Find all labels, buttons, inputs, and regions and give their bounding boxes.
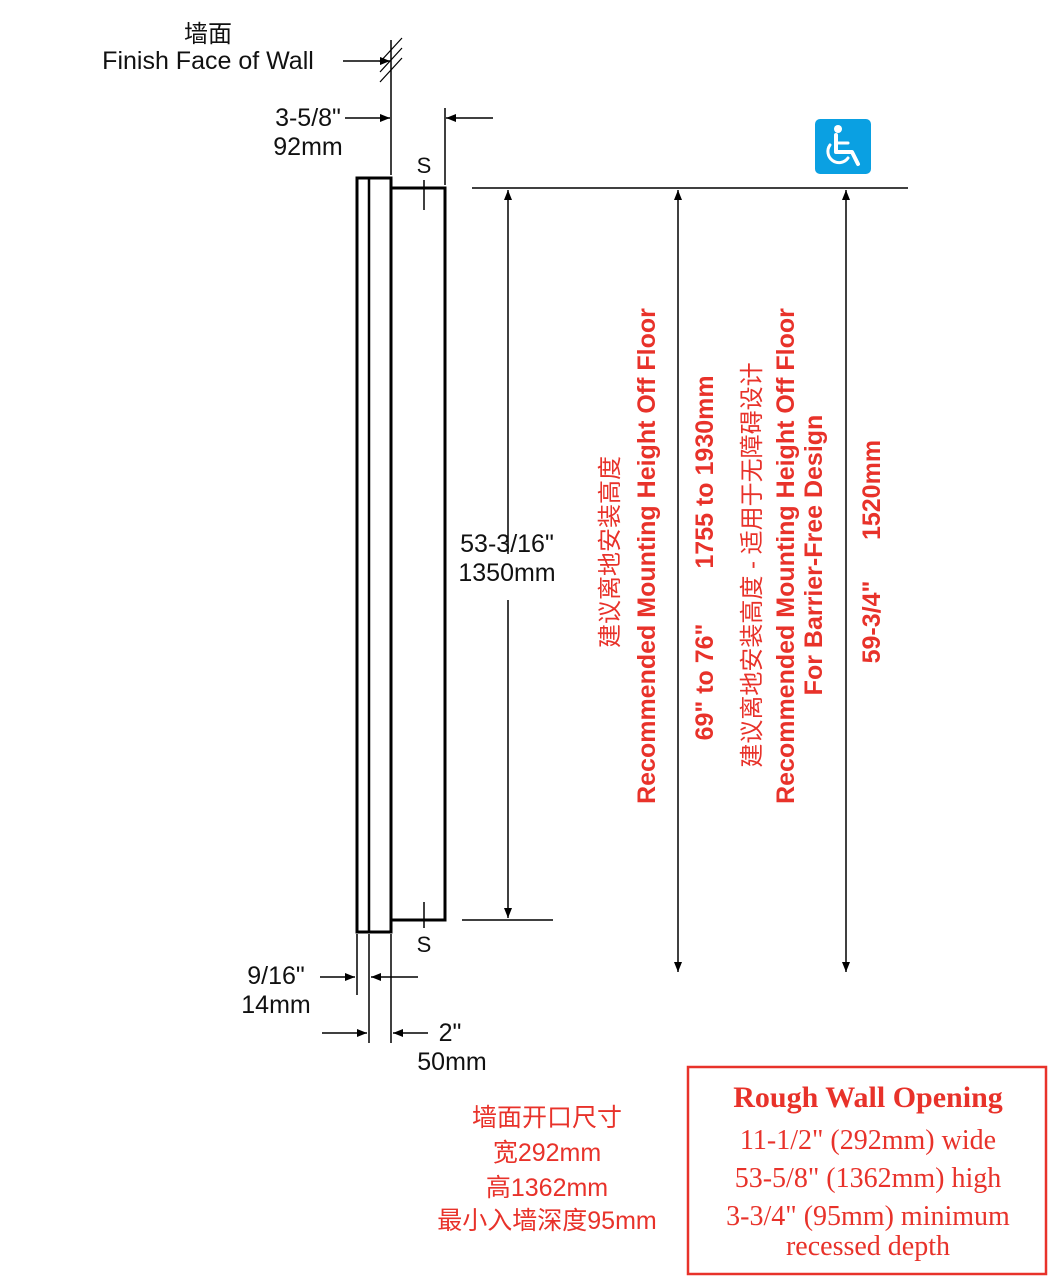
height-in: 53-3/16" [460, 530, 554, 558]
rough-opening-line-1: 11-1/2" (292mm) wide [740, 1125, 996, 1156]
opening-cn-line-3: 高1362mm [486, 1174, 608, 1202]
barrier-free-label-en-2: For Barrier-Free Design [800, 415, 828, 696]
screw-label-top: S [417, 153, 432, 178]
mounting-range-mm: 1755 to 1930mm [691, 375, 719, 568]
rough-opening-line-4: recessed depth [786, 1231, 950, 1262]
recess-in: 2" [439, 1019, 462, 1047]
opening-cn-line-2: 宽292mm [493, 1139, 601, 1167]
barrier-free-value-mm: 1520mm [858, 440, 886, 540]
barrier-free-label-en-1: Recommended Mounting Height Off Floor [772, 308, 800, 804]
barrier-free-value-in: 59-3/4" [858, 581, 886, 664]
recess-mm: 50mm [417, 1048, 486, 1076]
opening-cn-line-1: 墙面开口尺寸 [472, 1104, 622, 1132]
mounting-label-en: Recommended Mounting Height Off Floor [633, 308, 661, 804]
depth-total-mm: 92mm [273, 133, 342, 161]
wall-label-cn: 墙面 [184, 21, 232, 48]
height-mm: 1350mm [458, 559, 555, 587]
flange-mm: 14mm [241, 991, 310, 1019]
wheelchair-accessible-icon [815, 119, 871, 174]
rough-opening-line-3: 3-3/4" (95mm) minimum [726, 1201, 1010, 1232]
rough-opening-box [686, 1065, 1048, 1276]
wall-label-en: Finish Face of Wall [102, 47, 314, 75]
unit-side-profile [355, 176, 447, 934]
screw-label-bottom: S [417, 932, 432, 957]
mounting-range-in: 69" to 76" [691, 624, 719, 741]
mounting-label-cn: 建议离地安装高度 [597, 456, 624, 648]
barrier-free-label-cn: 建议离地安装高度 - 适用于无障碍设计 [739, 362, 766, 767]
depth-total-in: 3-5/8" [275, 104, 341, 132]
flange-in: 9/16" [247, 962, 305, 990]
opening-cn-line-4: 最小入墙深度95mm [437, 1207, 656, 1235]
rough-opening-title: Rough Wall Opening [733, 1081, 1003, 1114]
wall-break-mark [379, 37, 403, 175]
rough-opening-line-2: 53-5/8" (1362mm) high [735, 1163, 1002, 1194]
